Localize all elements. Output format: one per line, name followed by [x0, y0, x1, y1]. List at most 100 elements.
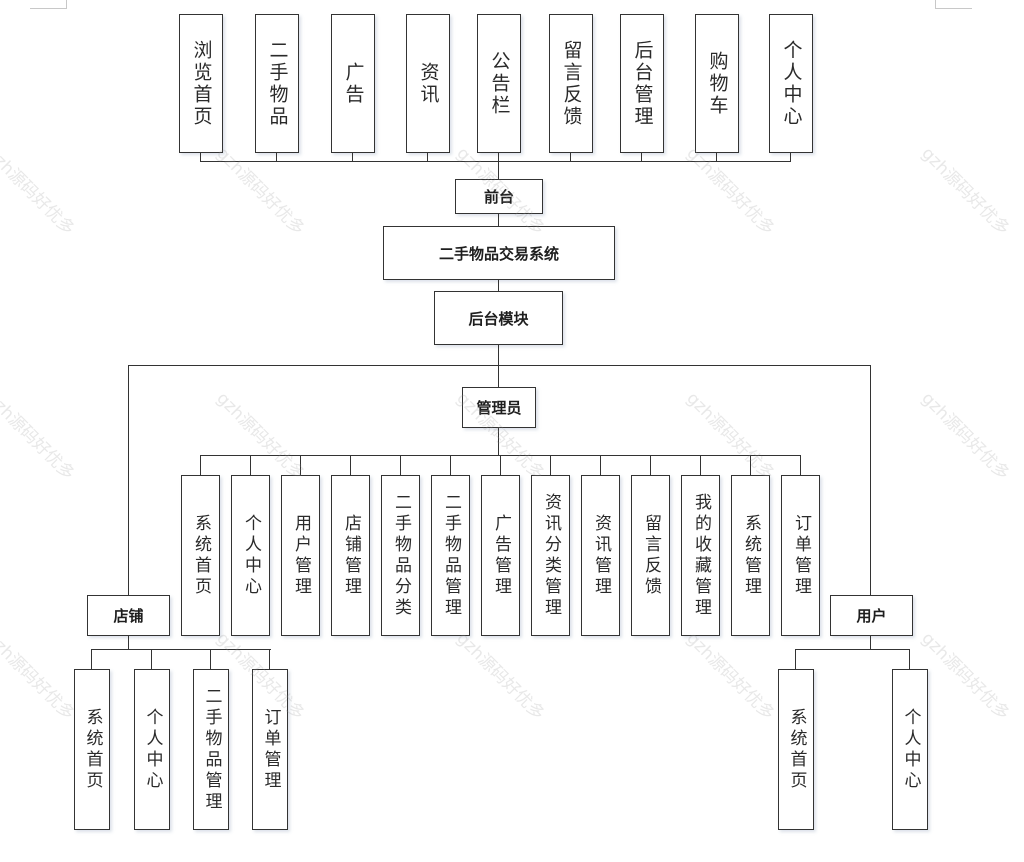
shop-module-box: 系统首页: [74, 669, 110, 830]
shop-module-connector: [210, 649, 211, 669]
admin-module-connector: [350, 455, 351, 475]
frontend-module-connector: [570, 153, 571, 161]
admin-node: 管理员: [462, 387, 536, 428]
shop-module-connector: [269, 649, 270, 669]
watermark-text: gzh源码好优多: [682, 143, 779, 240]
watermark-text: gzh源码好优多: [0, 628, 79, 725]
admin-module-box: 留言反馈: [631, 475, 670, 636]
page-corner-mark-left: [30, 0, 67, 9]
frontend-module-connector: [200, 153, 201, 161]
frontend-module-box: 后台管理: [620, 14, 664, 153]
user-node: 用户: [830, 595, 913, 636]
shop-module-connector: [151, 649, 152, 669]
user-module-box: 个人中心: [892, 669, 928, 830]
frontend-connector: [498, 161, 499, 179]
admin-label: 管理员: [476, 399, 522, 417]
admin-down-line: [498, 428, 499, 455]
user-branch-line: [870, 365, 871, 595]
system-title: 二手物品交易系统: [438, 244, 559, 263]
admin-module-label: 广告管理: [491, 513, 511, 598]
frontend-module-connector: [790, 153, 791, 161]
admin-module-label: 店铺管理: [341, 513, 361, 598]
shop-module-box: 个人中心: [134, 669, 170, 830]
admin-module-connector: [200, 455, 201, 475]
frontend-module-connector: [498, 153, 499, 161]
admin-module-connector: [750, 455, 751, 475]
shop-label: 店铺: [113, 607, 144, 625]
frontend-module-label: 购物车: [706, 50, 729, 117]
frontend-module-box: 浏览首页: [179, 14, 223, 153]
admin-module-box: 我的收藏管理: [681, 475, 720, 636]
user-down-line: [870, 636, 871, 649]
frontend-node: 前台: [455, 179, 543, 214]
admin-module-box: 订单管理: [781, 475, 820, 636]
frontend-module-box: 个人中心: [769, 14, 813, 153]
admin-module-label: 系统首页: [191, 513, 211, 598]
admin-module-label: 系统管理: [741, 513, 761, 598]
admin-module-connector: [500, 455, 501, 475]
user-module-connector: [795, 649, 796, 669]
frontend-module-label: 公告栏: [488, 50, 511, 117]
admin-module-box: 系统管理: [731, 475, 770, 636]
frontend-label: 前台: [483, 188, 514, 206]
user-module-box: 系统首页: [778, 669, 814, 830]
shop-node: 店铺: [87, 595, 170, 636]
shop-down-line: [128, 636, 129, 649]
user-module-label: 个人中心: [900, 707, 921, 792]
frontend-module-label: 二手物品: [266, 39, 289, 128]
watermark-text: gzh源码好优多: [0, 143, 79, 240]
admin-module-label: 用户管理: [291, 513, 311, 598]
watermark-text: gzh源码好优多: [917, 143, 1014, 240]
admin-module-box: 二手物品管理: [431, 475, 470, 636]
user-module-connector: [909, 649, 910, 669]
admin-module-label: 二手物品分类: [391, 492, 411, 619]
shop-module-label: 订单管理: [260, 707, 281, 792]
frontend-module-label: 后台管理: [631, 39, 654, 128]
frontend-module-connector: [641, 153, 642, 161]
user-bus-line: [796, 649, 910, 650]
backend-node: 后台模块: [434, 291, 563, 345]
watermark-text: gzh源码好优多: [212, 143, 309, 240]
watermark-text: gzh源码好优多: [682, 388, 779, 485]
frontend-module-label: 个人中心: [780, 39, 803, 128]
admin-module-connector: [450, 455, 451, 475]
watermark-text: gzh源码好优多: [0, 388, 79, 485]
watermark-text: gzh源码好优多: [452, 628, 549, 725]
admin-module-label: 个人中心: [241, 513, 261, 598]
admin-module-label: 留言反馈: [641, 513, 661, 598]
admin-module-connector: [550, 455, 551, 475]
shop-module-label: 二手物品管理: [201, 686, 222, 813]
admin-module-connector: [800, 455, 801, 475]
frontend-bus-line: [200, 161, 791, 162]
system-to-backend-line: [498, 280, 499, 291]
shop-module-label: 个人中心: [142, 707, 163, 792]
admin-module-label: 资讯管理: [591, 513, 611, 598]
frontend-module-label: 资讯: [417, 61, 440, 106]
frontend-module-box: 二手物品: [255, 14, 299, 153]
frontend-module-box: 公告栏: [477, 14, 521, 153]
frontend-module-label: 留言反馈: [560, 39, 583, 128]
shop-bus-line: [92, 649, 271, 650]
shop-branch-line: [128, 365, 129, 595]
shop-module-box: 二手物品管理: [193, 669, 229, 830]
admin-module-box: 用户管理: [281, 475, 320, 636]
backend-down-line: [498, 345, 499, 387]
frontend-module-box: 广告: [331, 14, 375, 153]
admin-module-box: 资讯分类管理: [531, 475, 570, 636]
admin-module-label: 资讯分类管理: [541, 492, 561, 619]
frontend-module-box: 资讯: [406, 14, 450, 153]
admin-module-connector: [650, 455, 651, 475]
admin-module-label: 二手物品管理: [441, 492, 461, 619]
frontend-module-box: 购物车: [695, 14, 739, 153]
frontend-module-connector: [427, 153, 428, 161]
admin-module-connector: [250, 455, 251, 475]
frontend-module-box: 留言反馈: [549, 14, 593, 153]
shop-module-box: 订单管理: [252, 669, 288, 830]
admin-module-box: 资讯管理: [581, 475, 620, 636]
frontend-module-connector: [352, 153, 353, 161]
admin-module-box: 店铺管理: [331, 475, 370, 636]
watermark-text: gzh源码好优多: [917, 388, 1014, 485]
admin-module-connector: [600, 455, 601, 475]
admin-module-box: 个人中心: [231, 475, 270, 636]
user-module-label: 系统首页: [786, 707, 807, 792]
